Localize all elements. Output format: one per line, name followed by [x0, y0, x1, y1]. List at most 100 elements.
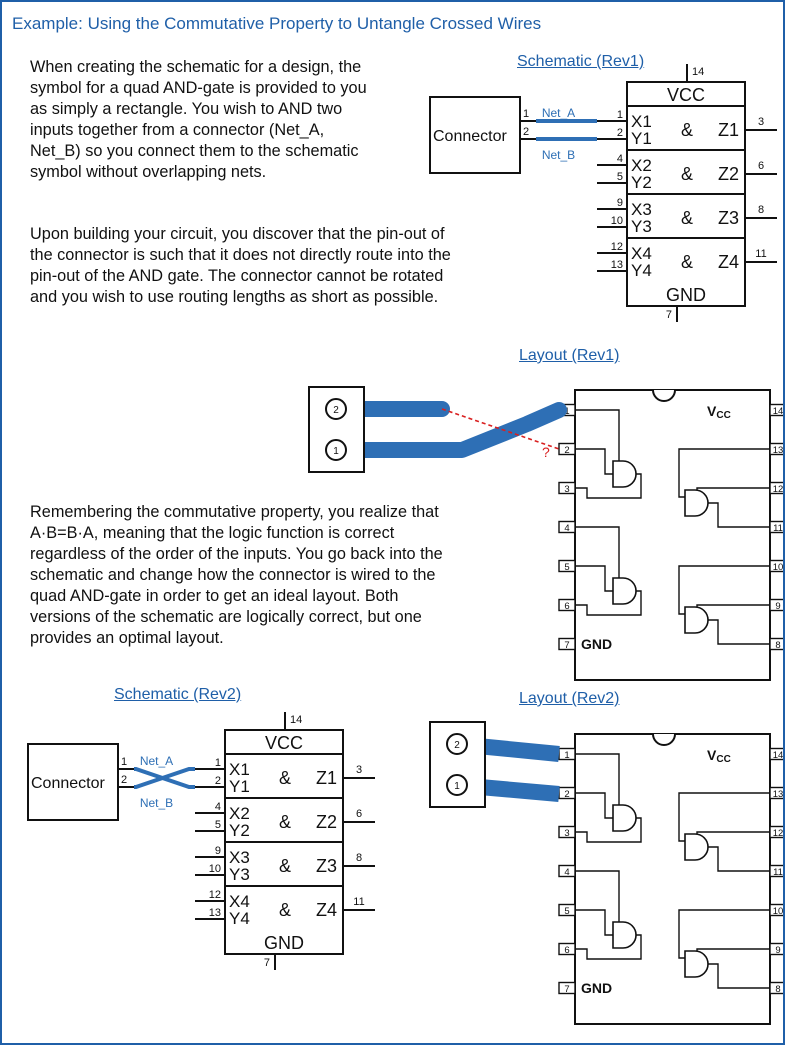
layout-rev2-left-pin-number: 3	[564, 828, 569, 839]
layout-rev1-ic-body	[574, 389, 771, 681]
schematic-rev2-connector-pin-1-number: 1	[121, 756, 127, 768]
layout-rev1-right-pin-number: 11	[773, 523, 783, 534]
schematic-rev1-x-input-label: X1	[631, 112, 652, 131]
layout-rev2-connector-pad-2	[446, 733, 468, 755]
solution-paragraph: Remembering the commutative property, yo…	[30, 503, 443, 647]
layout-rev1-vcc-subscript: CC	[716, 410, 730, 421]
layout-rev1-and-gate-1	[612, 460, 637, 488]
schematic-rev2-connector-label: Connector	[31, 775, 105, 792]
layout-rev2-vcc-subscript: CC	[716, 754, 730, 765]
schematic-rev2-z-pin-number: 6	[356, 808, 362, 820]
schematic-rev2-x-input-label: X3	[229, 848, 250, 867]
layout-rev2-wire-pin11	[708, 846, 770, 872]
layout-rev2-ic-notch	[652, 733, 676, 746]
schematic-rev2-vcc-label: VCC	[265, 733, 303, 753]
schematic-rev2-gnd-pin-number: 7	[264, 957, 270, 969]
schematic-rev2-y-input-label: Y3	[229, 865, 250, 884]
layout-rev1-left-pin-number: 7	[564, 640, 569, 651]
schematic-rev2-z-output-label: Z1	[316, 768, 337, 788]
schematic-rev2-connector-pin-2-number: 2	[121, 774, 127, 786]
layout-rev1-and-gate-3	[684, 606, 709, 634]
schematic-rev2-connector-box	[27, 743, 119, 821]
schematic-rev1-z-pin-number: 8	[758, 204, 764, 216]
schematic-rev2-x-input-label: X2	[229, 804, 250, 823]
schematic-rev1-z-pin-number: 6	[758, 160, 764, 172]
schematic-rev2-x-pin-number: 9	[215, 845, 221, 857]
layout-rev2-wire-pin1	[575, 753, 620, 811]
schematic-rev1-and-symbol: &	[681, 252, 693, 272]
schematic-rev2-y-pin-number: 2	[215, 775, 221, 787]
layout-rev2-left-pin-number: 7	[564, 984, 569, 995]
layout-rev2-left-pin-number: 1	[564, 750, 569, 761]
schematic-rev1-y-input-label: Y1	[631, 129, 652, 148]
schematic-rev1-net-a-label: Net_A	[542, 106, 575, 120]
schematic-rev1-x-pin-number: 12	[611, 241, 623, 253]
layout-rev2-left-pin-number: 4	[564, 867, 569, 878]
layout-rev1-left-pin-pad	[558, 637, 576, 651]
layout-rev2-left-pin-number: 6	[564, 945, 569, 956]
layout-rev2-wire-pin10	[678, 909, 770, 959]
layout-rev2-wire-pin4	[575, 870, 620, 928]
schematic-rev2-heading: Schematic (Rev2)	[114, 686, 242, 703]
schematic-rev1-x-pin-number: 9	[617, 197, 623, 209]
schematic-rev2-z-output-label: Z3	[316, 856, 337, 876]
layout-rev2-right-pin-number: 9	[775, 945, 780, 956]
layout-rev1-right-pin-number: 8	[775, 640, 780, 651]
schematic-rev2-z-pin-number: 11	[353, 896, 364, 908]
schematic-rev1-x-pin-number: 4	[617, 153, 623, 165]
layout-rev2-right-pin-pad	[769, 747, 783, 761]
schematic-rev2-net-a-label: Net_A	[140, 754, 173, 768]
layout-rev2-wire-pin2	[575, 792, 613, 819]
layout-rev1-wire-pin6	[575, 590, 642, 616]
schematic-rev2-y-input-label: Y4	[229, 909, 250, 928]
layout-rev2-left-pin-number: 2	[564, 789, 569, 800]
layout-rev2-gnd-label: GND	[581, 980, 612, 996]
schematic-rev1-y-pin-number: 2	[617, 127, 623, 139]
layout-rev1-and-gate-4	[684, 489, 709, 517]
layout-rev1-wire-pin13	[678, 448, 770, 498]
layout-rev1-left-pin-number: 5	[564, 562, 569, 573]
layout-rev1-left-pin-number: 2	[564, 445, 569, 456]
schematic-rev1-connector-label: Connector	[433, 128, 507, 145]
schematic-rev1-y-input-label: Y3	[631, 217, 652, 236]
schematic-rev2-x-input-label: X4	[229, 892, 250, 911]
layout-rev2-and-gate-4	[684, 833, 709, 861]
layout-rev2-heading: Layout (Rev2)	[519, 690, 620, 707]
schematic-rev1-z-pin-number: 11	[755, 248, 766, 260]
schematic-rev1-and-symbol: &	[681, 164, 693, 184]
layout-rev1-left-pin-number: 4	[564, 523, 569, 534]
layout-rev2-right-pin-number: 13	[773, 789, 784, 800]
layout-rev2-wire-pin8	[708, 963, 770, 989]
schematic-rev2-x-pin-number: 4	[215, 801, 221, 813]
layout-rev2-left-pin-pad	[558, 981, 576, 995]
layout-rev1-left-pin-number: 3	[564, 484, 569, 495]
schematic-rev1-gnd-pin-number: 7	[666, 309, 672, 321]
layout-rev1-wire-pin1	[575, 409, 620, 467]
schematic-rev1-y-pin-number: 13	[611, 259, 623, 271]
schematic-rev1-and-symbol: &	[681, 208, 693, 228]
schematic-rev2-y-pin-number: 5	[215, 819, 221, 831]
layout-rev1-wire-pin3	[575, 473, 642, 499]
layout-rev2-wire-pin6	[575, 934, 642, 960]
schematic-rev1-gnd-label: GND	[666, 285, 706, 305]
layout-rev2-connector-pad-1	[446, 774, 468, 796]
schematic-rev2-y-pin-number: 10	[209, 863, 221, 875]
layout-rev1-trace-pin1	[328, 402, 567, 458]
schematic-rev2-and-symbol: &	[279, 768, 291, 788]
layout-rev1-wire-pin4	[575, 526, 620, 584]
schematic-rev1-z-output-label: Z1	[718, 120, 739, 140]
schematic-rev2-y-input-label: Y2	[229, 821, 250, 840]
schematic-rev1-z-output-label: Z3	[718, 208, 739, 228]
schematic-rev1-vcc-label: VCC	[667, 85, 705, 105]
layout-rev1-left-pin-number: 6	[564, 601, 569, 612]
layout-rev2-right-pin-number: 10	[773, 906, 784, 917]
intro-paragraph: When creating the schematic for a design…	[30, 58, 367, 181]
schematic-rev1-y-input-label: Y2	[631, 173, 652, 192]
page-title: Example: Using the Commutative Property …	[12, 14, 542, 33]
layout-rev1-right-pin-number: 14	[773, 406, 784, 417]
layout-rev1-connector-pad-2	[325, 398, 347, 420]
layout-rev1-right-pin-number: 9	[775, 601, 780, 612]
schematic-rev1-y-pin-number: 10	[611, 215, 623, 227]
